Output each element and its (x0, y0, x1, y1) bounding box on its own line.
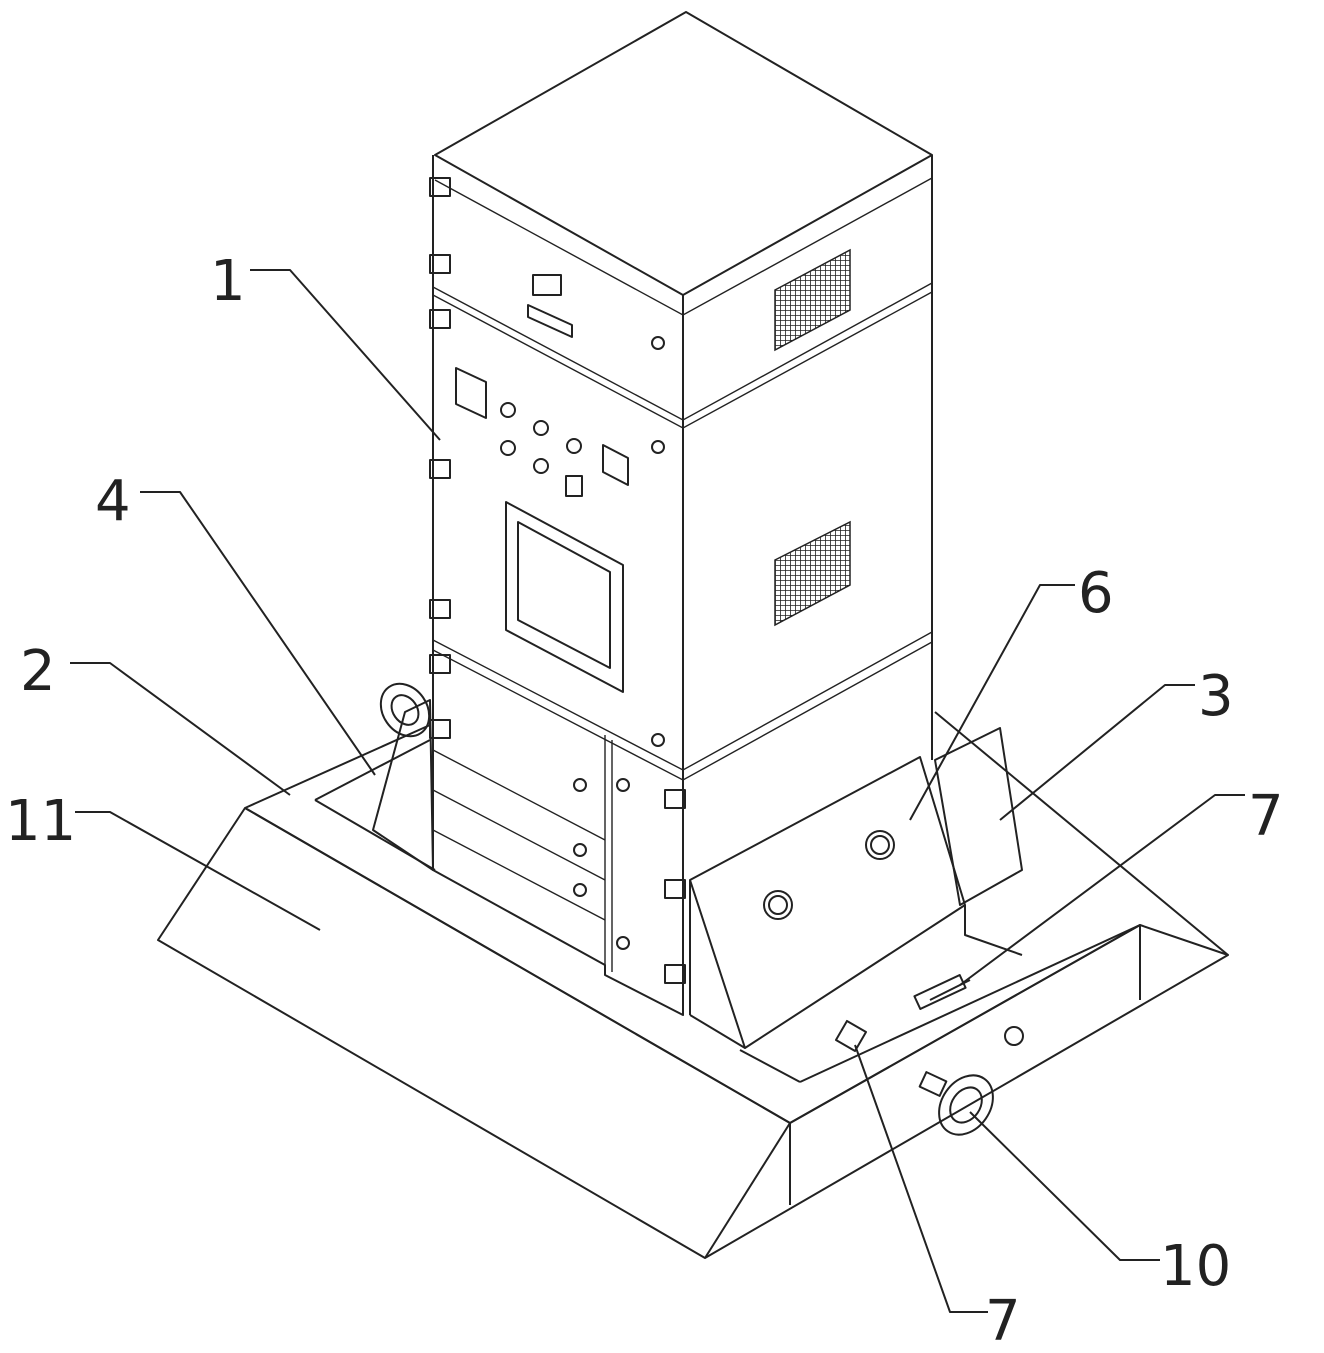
buttons (501, 403, 582, 496)
cabinet (430, 12, 932, 1015)
label-3: 3 (1198, 664, 1234, 729)
label-1: 1 (210, 249, 246, 314)
label-7b: 7 (985, 1289, 1021, 1353)
bracket-4 (373, 700, 433, 870)
label-4: 4 (95, 469, 131, 534)
display-screen (506, 502, 623, 692)
label-7a: 7 (1248, 784, 1284, 849)
label-6: 6 (1078, 561, 1114, 626)
label-10: 10 (1160, 1234, 1231, 1299)
bolt (1005, 1027, 1023, 1045)
screw-7 (836, 1021, 866, 1051)
label-11: 11 (5, 789, 76, 854)
cabinet-top (435, 12, 932, 295)
handwheel-rear (371, 674, 439, 745)
base (158, 700, 1228, 1258)
label-2: 2 (20, 639, 56, 704)
leader-lines (70, 270, 1245, 1312)
vent-grille-lower (775, 522, 850, 625)
hinges (430, 178, 685, 983)
